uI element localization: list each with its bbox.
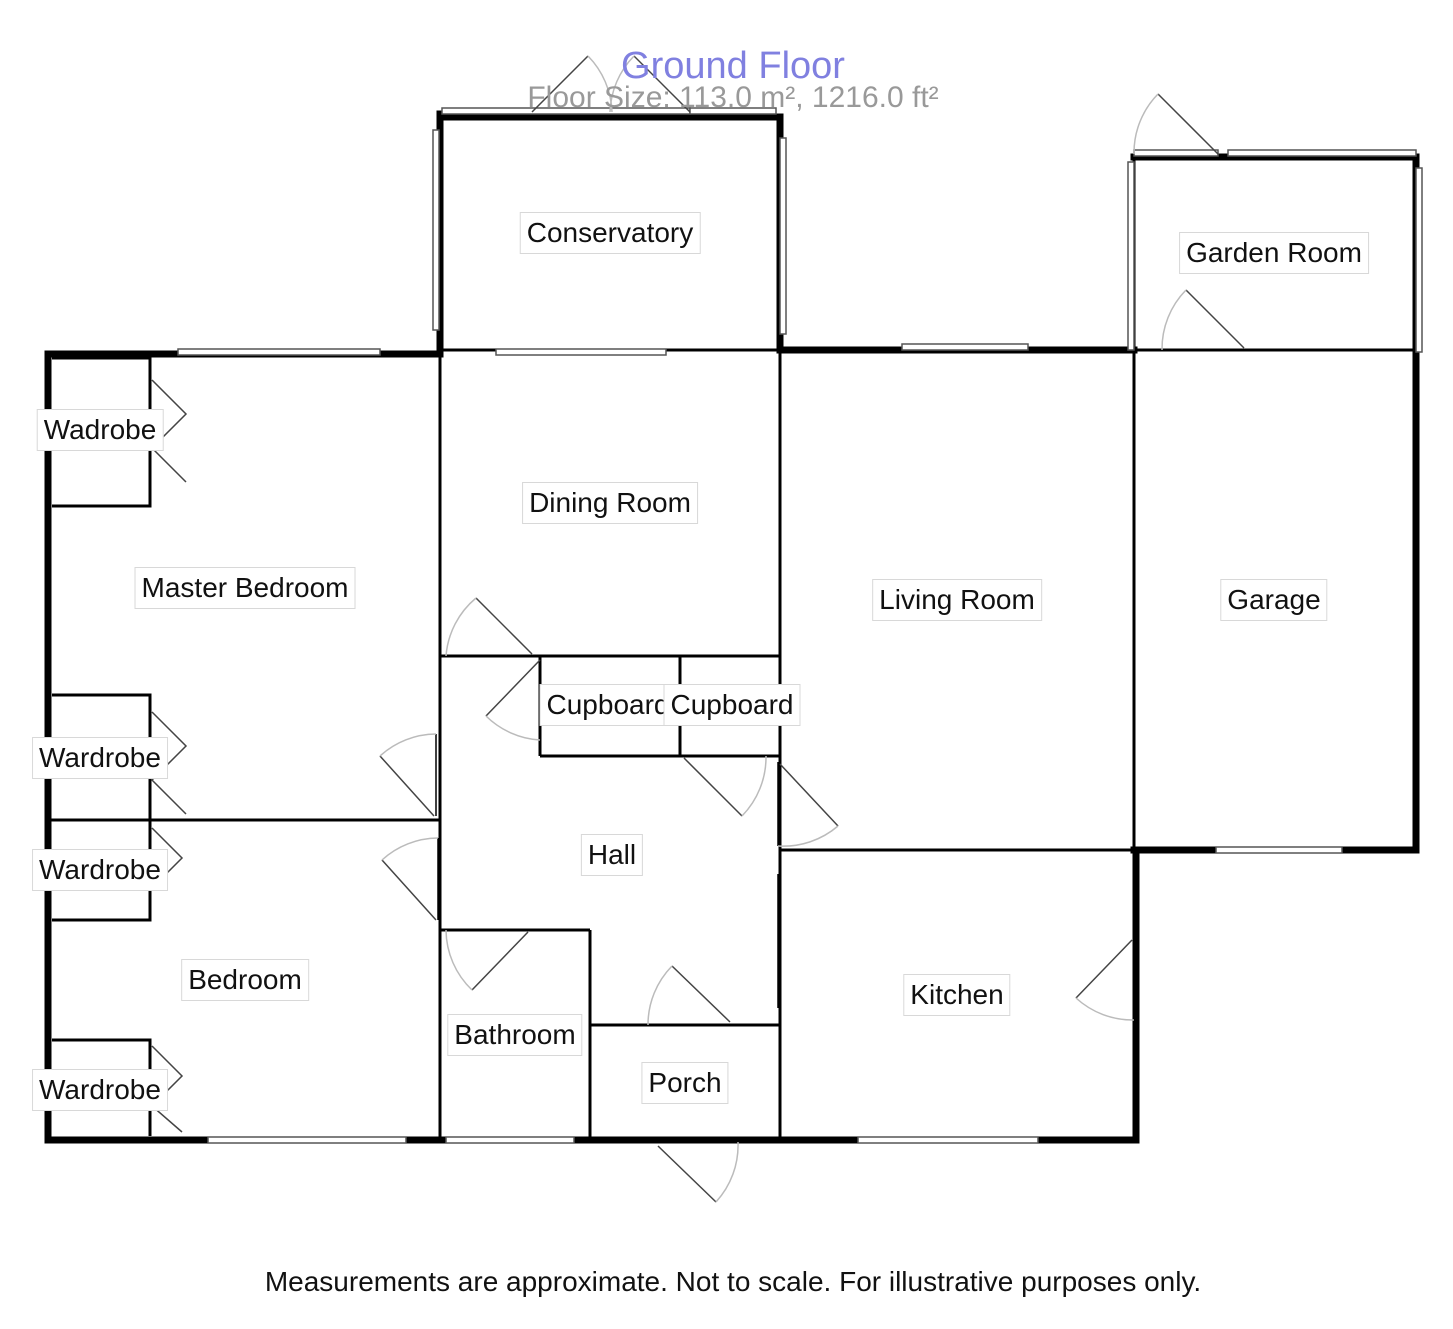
doors [150, 55, 1246, 1203]
disclaimer: Measurements are approximate. Not to sca… [264, 1266, 1202, 1297]
room-label-wardrobe-2: Wardrobe [32, 849, 168, 891]
room-label-hall: Hall [580, 834, 644, 876]
room-label-bedroom: Bedroom [181, 959, 309, 1001]
room-label-bathroom: Bathroom [447, 1014, 583, 1056]
room-label-wardrobe-1: Wardrobe [32, 737, 168, 779]
room-label-porch: Porch [641, 1062, 729, 1104]
room-label-kitchen: Kitchen [903, 974, 1011, 1016]
floor-title: Ground Floor [621, 45, 845, 87]
room-label-wadrobe: Wadrobe [36, 409, 164, 451]
room-label-dining-room: Dining Room [522, 482, 698, 524]
room-label-cupboard-1: Cupboard [539, 684, 677, 726]
room-label-master-bedroom: Master Bedroom [134, 567, 356, 609]
room-label-wardrobe-3: Wardrobe [32, 1069, 168, 1111]
room-label-garage: Garage [1220, 579, 1328, 621]
room-label-cupboard-2: Cupboard [663, 684, 801, 726]
floor-size: Floor Size: 113.0 m², 1216.0 ft² [527, 81, 939, 114]
room-label-living-room: Living Room [872, 579, 1042, 621]
windows [177, 107, 1423, 1144]
room-label-garden-room: Garden Room [1179, 232, 1369, 274]
room-label-conservatory: Conservatory [519, 212, 701, 254]
